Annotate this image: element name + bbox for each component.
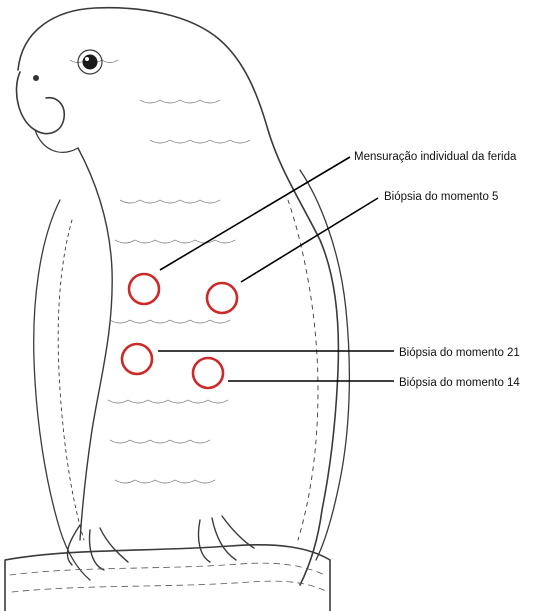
marker-biopsy-5 bbox=[207, 283, 237, 313]
leader-line-wound-measurement bbox=[160, 157, 350, 270]
parrot-eye bbox=[83, 55, 98, 70]
perch-branch bbox=[5, 545, 330, 611]
perch-texture bbox=[10, 563, 328, 592]
parrot-foot-left bbox=[67, 525, 128, 570]
label-biopsy-21: Biópsia do momento 21 bbox=[399, 347, 520, 359]
parrot-head-outline bbox=[18, 8, 338, 585]
marker-wound-measurement bbox=[129, 274, 159, 304]
leader-lines bbox=[158, 157, 394, 381]
biopsy-markers bbox=[122, 274, 237, 388]
label-biopsy-14: Biópsia do momento 14 bbox=[399, 377, 520, 389]
parrot-wing-left-inner bbox=[58, 220, 84, 540]
parrot-wing-right bbox=[300, 170, 349, 560]
marker-biopsy-21 bbox=[122, 344, 152, 374]
label-biopsy-5: Biópsia do momento 5 bbox=[384, 191, 498, 203]
marker-biopsy-14 bbox=[193, 358, 223, 388]
parrot-sketch bbox=[5, 8, 349, 611]
parrot-nostril bbox=[33, 75, 39, 81]
parrot-chest-outline bbox=[78, 148, 112, 540]
annotation-labels: Mensuração individual da ferida Biópsia … bbox=[354, 151, 520, 389]
feather-texture bbox=[70, 60, 250, 483]
label-wound-measurement: Mensuração individual da ferida bbox=[354, 151, 517, 163]
parrot-beak bbox=[16, 72, 64, 134]
parrot-eye-highlight bbox=[85, 57, 89, 61]
leader-line-biopsy-5 bbox=[241, 198, 378, 282]
parrot-foot-right bbox=[198, 516, 254, 562]
